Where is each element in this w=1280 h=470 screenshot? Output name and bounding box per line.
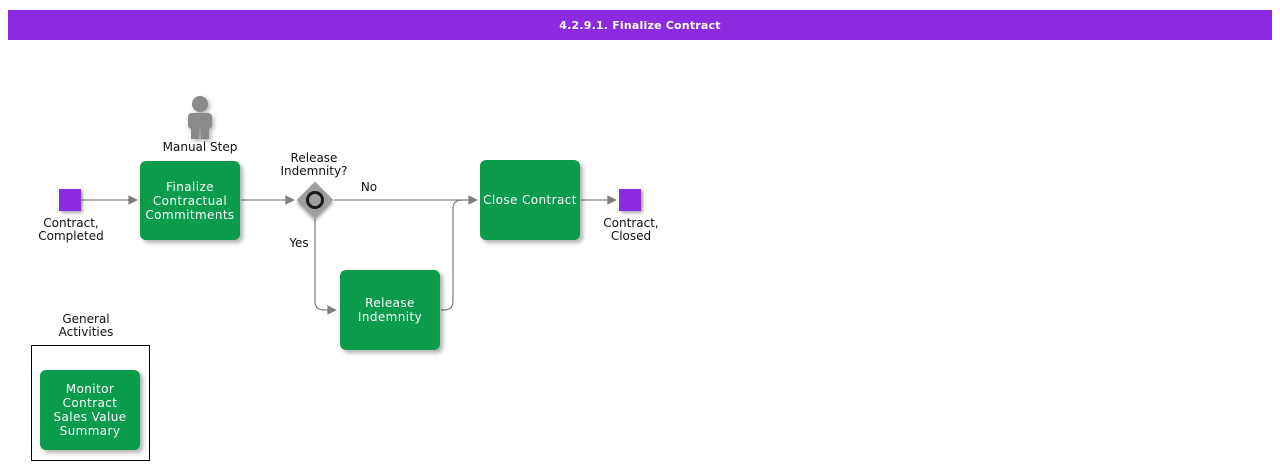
task-label: Finalize Contractual Commitments (145, 179, 235, 222)
task-release-indemnity[interactable]: Release Indemnity (340, 270, 440, 350)
manual-step-label: Manual Step (162, 140, 238, 154)
start-event-label: Contract, Completed (38, 216, 104, 243)
end-event-label: Contract, Closed (603, 216, 659, 243)
no-branch-label: No (360, 180, 378, 194)
task-finalize-contractual-commitments[interactable]: Finalize Contractual Commitments (140, 161, 240, 240)
task-close-contract[interactable]: Close Contract (480, 160, 580, 240)
page-title: 4.2.9.1. Finalize Contract (559, 18, 721, 32)
person-icon (188, 96, 212, 139)
task-label: Monitor Contract Sales Value Summary (53, 382, 127, 438)
task-label: Release Indemnity (357, 296, 423, 324)
end-event-contract-closed[interactable] (619, 189, 641, 211)
yes-branch-label: Yes (289, 236, 309, 250)
start-event-contract-completed[interactable] (59, 189, 81, 211)
general-activities-label: General Activities (58, 312, 114, 339)
decision-question-label: Release Indemnity? (280, 151, 348, 178)
general-activities-container: Monitor Contract Sales Value Summary (31, 345, 150, 461)
flow-release-to-close (441, 199, 470, 311)
flow-gateway-yes-to-release (314, 219, 337, 315)
gateway-circle-icon (306, 191, 324, 209)
title-bar: 4.2.9.1. Finalize Contract (8, 10, 1272, 40)
task-label: Close Contract (483, 193, 577, 207)
task-monitor-contract-sales-value-summary[interactable]: Monitor Contract Sales Value Summary (40, 370, 140, 450)
